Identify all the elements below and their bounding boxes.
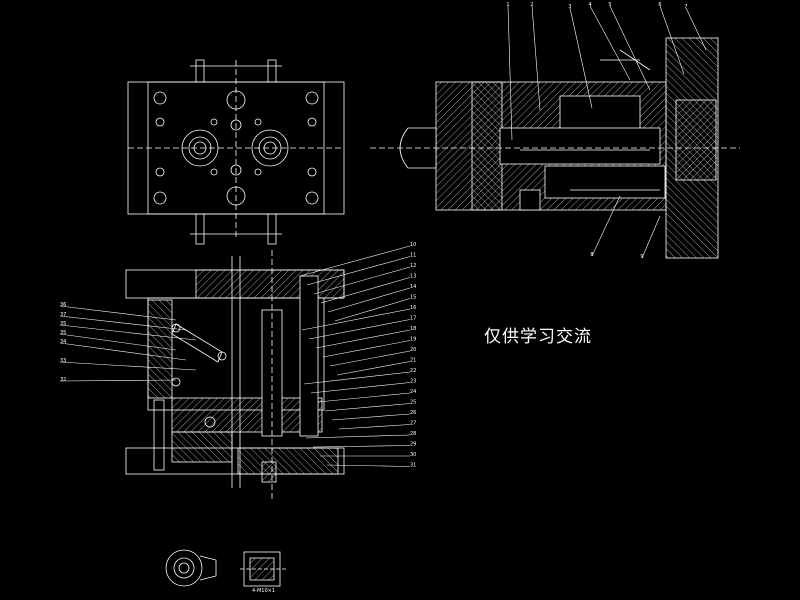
callout-leader	[59, 379, 177, 382]
top-plan-view	[127, 59, 345, 245]
callout-leader	[324, 403, 411, 412]
callout-leader	[336, 361, 411, 376]
callout-leader	[59, 342, 187, 361]
callout-label: 5	[608, 2, 611, 8]
callout-label: 23	[410, 379, 416, 385]
callout-label: 36	[60, 302, 66, 308]
callout-leader	[326, 464, 411, 467]
right-section-view	[370, 37, 740, 259]
callout-label: 6	[658, 2, 661, 8]
callout-label: 19	[410, 337, 416, 343]
callout-leader	[308, 319, 411, 340]
callout-leader	[59, 305, 177, 321]
callout-label: 35	[60, 330, 66, 336]
callout-label: 35	[60, 321, 66, 327]
callout-label: 24	[410, 389, 416, 395]
callout-leader	[315, 329, 411, 349]
detail-label: 4-M10×1	[252, 588, 276, 594]
callout-leader	[59, 361, 197, 371]
callout-label: 30	[410, 452, 416, 458]
bolt-holes	[153, 90, 319, 206]
callout-label: 9	[640, 254, 643, 260]
callout-label: 33	[60, 358, 66, 364]
callout-label: 22	[410, 368, 416, 374]
callout-leader	[301, 308, 411, 331]
callout-leader	[641, 215, 661, 259]
callout-leader	[331, 413, 411, 421]
callout-leader	[338, 424, 411, 430]
callout-leader	[589, 5, 631, 81]
callout-leader	[685, 7, 707, 51]
callout-label: 31	[410, 463, 416, 469]
callout-label: 27	[410, 421, 416, 427]
callout-leader	[334, 298, 411, 322]
callout-leader	[531, 5, 541, 111]
callout-leader	[306, 256, 411, 286]
callout-label: 32	[60, 377, 66, 383]
callout-label: 18	[410, 326, 416, 332]
detail-views	[165, 549, 286, 587]
callout-leader	[299, 245, 411, 277]
watermark-text: 仅供学习交流	[484, 327, 592, 347]
callout-leader	[59, 315, 187, 331]
callout-leader	[507, 5, 513, 141]
callout-label: 1	[506, 2, 509, 8]
callout-label: 14	[410, 284, 416, 290]
callout-leader	[305, 434, 411, 439]
callout-label: 37	[60, 312, 66, 318]
callout-leader	[59, 324, 197, 341]
callout-label: 20	[410, 347, 416, 353]
callout-label: 28	[410, 431, 416, 437]
callout-label: 8	[590, 252, 593, 258]
front-section-view	[125, 250, 345, 500]
callout-label: 29	[410, 442, 416, 448]
callout-leader	[312, 445, 411, 448]
callout-leader	[59, 333, 177, 351]
callout-leader	[327, 287, 411, 313]
callout-leader	[329, 350, 411, 367]
callout-leader	[313, 266, 411, 295]
callout-label: 25	[410, 400, 416, 406]
callout-leader	[317, 392, 411, 403]
callout-label: 21	[410, 358, 416, 364]
callout-label: 15	[410, 295, 416, 301]
callout-leader	[609, 5, 651, 91]
callout-label: 34	[60, 339, 66, 345]
callout-leader	[569, 7, 593, 109]
callout-label: 12	[410, 263, 416, 269]
callout-label: 13	[410, 274, 416, 280]
callout-leader	[310, 382, 411, 394]
callout-leader	[320, 277, 411, 304]
callout-leaders	[59, 5, 707, 467]
callout-leader	[591, 195, 621, 257]
callout-label: 2	[530, 2, 533, 8]
callout-label: 7	[684, 4, 687, 10]
callout-label: 11	[410, 253, 416, 259]
callout-label: 26	[410, 410, 416, 416]
callout-leader	[303, 371, 411, 385]
callout-label: 17	[410, 316, 416, 322]
callout-leader	[322, 340, 411, 358]
callout-label: 4	[588, 2, 591, 8]
callout-label: 3	[568, 4, 571, 10]
callout-label: 16	[410, 305, 416, 311]
callout-leader	[659, 5, 685, 75]
callout-label: 10	[410, 242, 416, 248]
